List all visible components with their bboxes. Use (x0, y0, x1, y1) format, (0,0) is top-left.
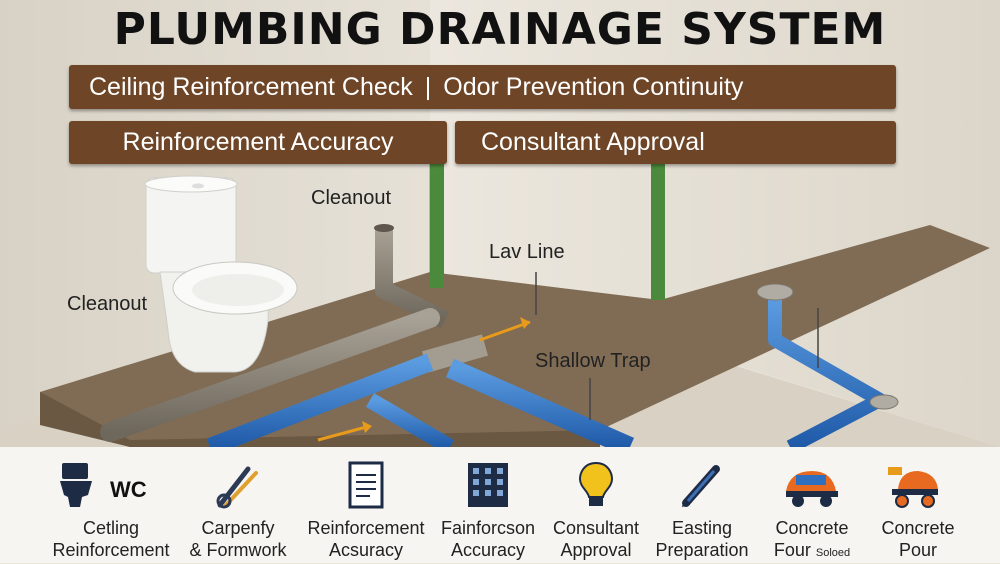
legend-caption-line1: Reinforcement (307, 518, 425, 538)
legend-caption-line2: Four Soloed (750, 539, 874, 564)
banner-consultant-approval-label: Consultant Approval (481, 128, 705, 156)
legend-caption-line1: Concrete (881, 518, 955, 538)
blue-pipe-main (206, 353, 434, 456)
label-shallow-trap: Shallow Trap (535, 350, 651, 372)
flow-arrow-bottom-head (362, 421, 372, 433)
bulb-icon (578, 461, 614, 506)
green-vent-pipe-left (430, 160, 444, 288)
flow-arrow-bottom (317, 424, 371, 442)
banner-reinforcement-accuracy: Reinforcement Accuracy (69, 121, 447, 164)
legend-caption: Fainforcson Accuracy (426, 517, 550, 561)
legend-caption-line2: Pour (898, 540, 938, 560)
legend-caption-line2-small: Soloed (815, 547, 851, 559)
legend-item-concrete-four: Concrete Four Soloed (760, 447, 864, 563)
document-icon (348, 461, 384, 509)
label-lav-line: Lav Line (489, 241, 565, 263)
green-vent-pipe-right (651, 160, 665, 300)
legend-caption-line1: Fainforcson (440, 518, 536, 538)
page-title: PLUMBING DRAINAGE SYSTEM (113, 4, 887, 55)
legend-item-ceiling-reinforcement: WC Cetling Reinforcement (52, 447, 170, 563)
legend-caption: Reinforcement Acsuracy (294, 517, 438, 561)
flow-arrow-top (479, 320, 531, 342)
legend-item-easting-preparation: Easting Preparation (650, 447, 754, 563)
label-cleanout-top: Cleanout (311, 187, 392, 209)
gray-main-pipe (100, 308, 440, 442)
legend-caption-line1: Easting (671, 518, 733, 538)
banner-reinforcement-accuracy-label: Reinforcement Accuracy (122, 128, 394, 156)
flow-arrow-top-head (520, 317, 530, 329)
legend-caption: Cetling Reinforcement (46, 517, 176, 561)
legend-caption-line2: Approval (560, 540, 632, 560)
back-wall-right (430, 0, 1000, 447)
banner-odor-prevention-continuity: Odor Prevention Continuity (443, 72, 744, 101)
tools-icon (216, 466, 258, 509)
legend-caption-line1: Concrete (775, 518, 849, 538)
legend-caption-line2: Preparation (655, 540, 749, 560)
legend-caption-line2: Accuracy (450, 540, 526, 560)
banner-ceiling-reinforcement-check: Ceiling Reinforcement Check (89, 72, 413, 101)
banner-row-1: Ceiling Reinforcement Check | Odor Preve… (69, 65, 896, 109)
concrete-truck-icon (786, 471, 838, 507)
concrete-slab-top (40, 225, 990, 447)
legend-item-carpentry-formwork: Carpenfy & Formwork (186, 447, 290, 563)
legend-caption-line1: Carpenfy (201, 518, 275, 538)
gray-stub-pipe (422, 334, 488, 373)
blue-pipe-right-loop (768, 300, 887, 454)
blue-pipe-branch (365, 393, 455, 454)
legend-caption: Consultant Approval (534, 517, 658, 561)
legend-item-concrete-pour: Concrete Pour (866, 447, 970, 563)
legend-item-fainforcson-accuracy: Fainforcson Accuracy (436, 447, 540, 563)
concrete-slab-front (40, 392, 600, 447)
legend-caption-line1: Cetling (82, 518, 140, 538)
gray-cleanout-cap (374, 224, 394, 232)
legend-caption: Easting Preparation (640, 517, 764, 561)
legend-caption-line1: Consultant (552, 518, 640, 538)
banner-separator: | (424, 72, 432, 101)
legend-caption: Carpenfy & Formwork (176, 517, 300, 561)
legend-item-consultant-approval: Consultant Approval (544, 447, 648, 563)
banner-consultant-approval: Consultant Approval (455, 121, 896, 164)
legend-caption-line2: Reinforcement (52, 540, 170, 560)
wc-badge: WC (110, 477, 147, 502)
legend-caption-line2: Acsuracy (328, 540, 404, 560)
pen-icon (682, 465, 720, 507)
legend-item-reinforcement-acsuracy: Reinforcement Acsuracy (304, 447, 428, 563)
label-cleanout-left: Cleanout (67, 293, 148, 315)
floor-drain-top (756, 283, 794, 301)
concrete-mixer-icon (888, 467, 938, 508)
legend-caption-line2-main: Four (773, 540, 811, 560)
grid-icon (468, 463, 508, 507)
legend-caption-line2: & Formwork (189, 540, 287, 560)
legend-caption: Concrete Pour (856, 517, 980, 561)
floor-drain-right (869, 394, 899, 410)
blue-pipe-diagonal (445, 358, 635, 457)
bottom-legend-strip: WC Cetling Reinforcement Carpenfy & Form… (0, 447, 1000, 563)
toilet-icon (60, 463, 92, 507)
toilet-illustration (144, 175, 298, 373)
legend-caption: Concrete Four Soloed (750, 517, 874, 564)
